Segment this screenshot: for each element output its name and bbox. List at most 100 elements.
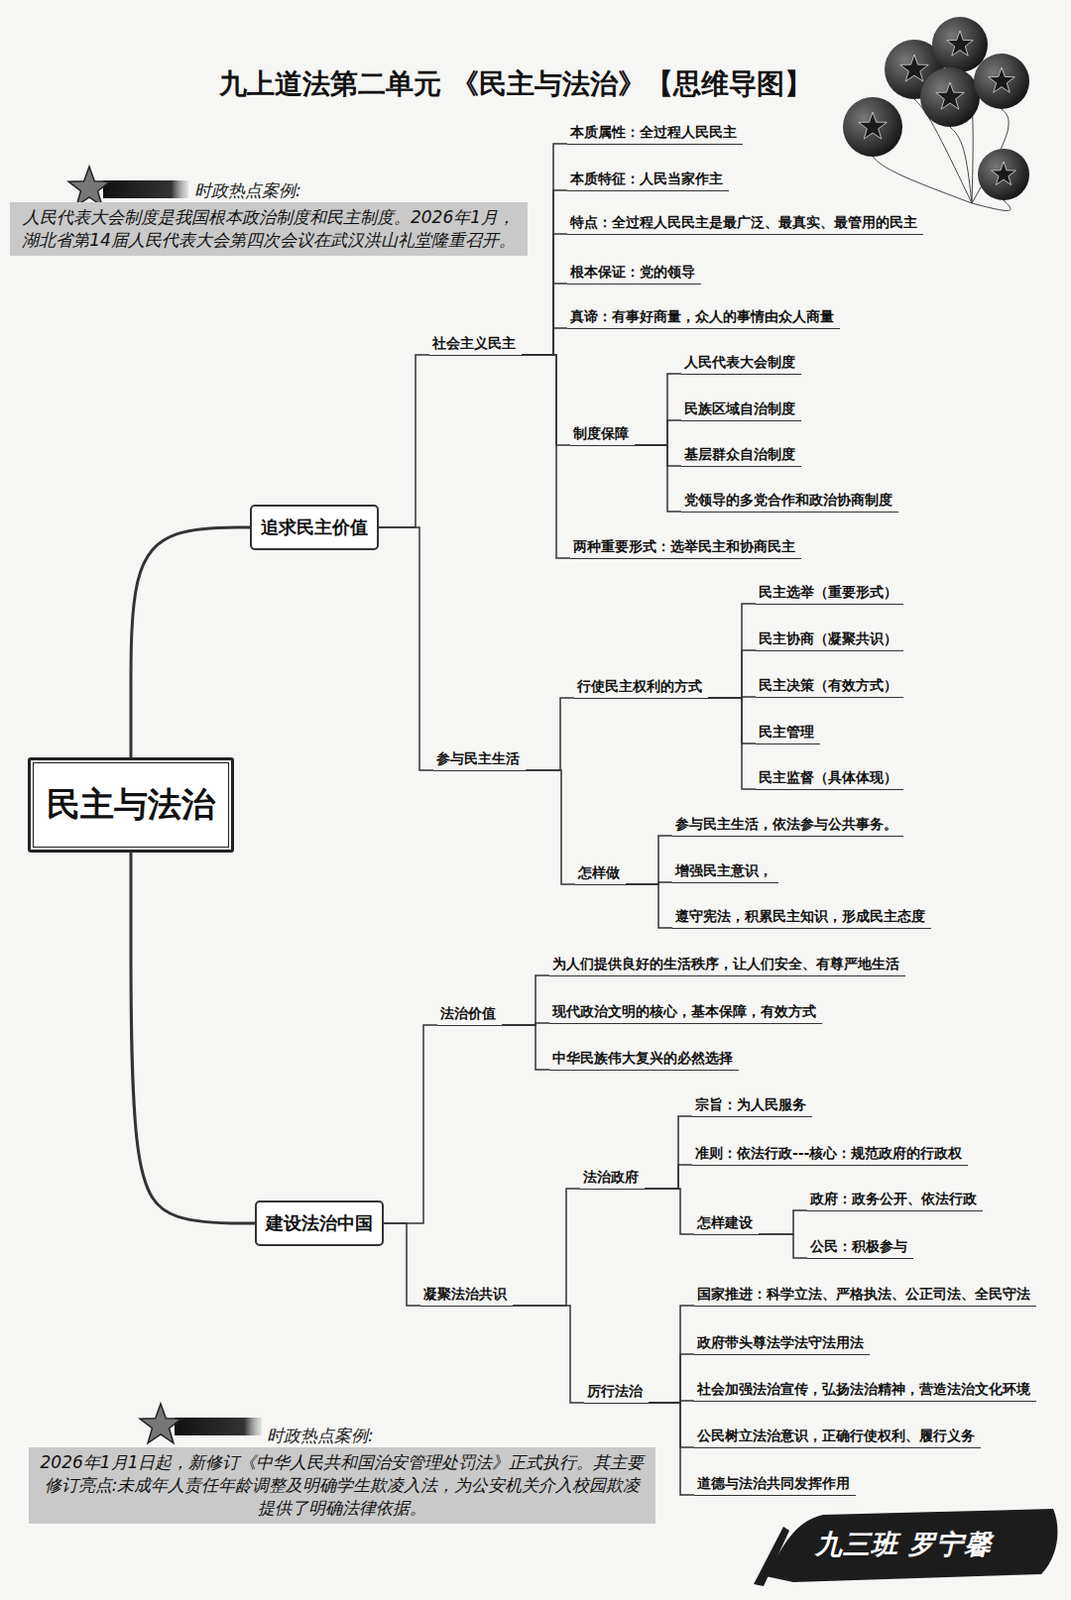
branch-item: 公民树立法治意识，正确行使权利、履行义务	[694, 1425, 981, 1449]
node-label: 民主与法治	[46, 782, 216, 829]
branch-connector	[758, 1210, 808, 1235]
brush-stroke	[753, 1527, 790, 1587]
node-label: 基层群众自治制度	[684, 445, 796, 464]
branch-item: 民主监督（具体体现）	[755, 766, 904, 791]
branch-topic: 追求民主价值	[249, 504, 379, 551]
node-label: 政府：政务公开、依法行政	[810, 1190, 977, 1208]
callout-heading: 时政热点案例:	[266, 1424, 656, 1448]
branch-connector	[648, 1403, 695, 1448]
branch-item: 怎样建设	[694, 1211, 759, 1236]
callout-body: 2026年1月1日起，新修订《中华人民共和国治安管理处罚法》正式执行。其主要修订…	[28, 1447, 656, 1525]
branch-item: 本质特征：人民当家作主	[567, 167, 729, 192]
branch-item: 法治价值	[437, 1002, 502, 1027]
node-label: 怎样建设	[697, 1213, 753, 1232]
balloon-star	[988, 67, 1016, 93]
branch-connector	[708, 650, 756, 699]
callout-body: 人民代表大会制度是我国根本政治制度和民主制度。2026年1月，湖北省第14届人民…	[9, 202, 528, 256]
branch-item: 怎样做	[575, 861, 626, 886]
node-label: 参与民主生活，依法参与公共事务。	[675, 815, 898, 833]
node-label: 公民树立法治意识，正确行使权利、履行义务	[697, 1427, 975, 1445]
node-label: 公民：积极参与	[810, 1237, 908, 1256]
branch-item: 社会主义民主	[429, 332, 522, 357]
balloon-illustration	[842, 16, 1030, 212]
branch-item: 本质属性：全过程人民民主	[567, 120, 743, 145]
balloon-star	[900, 54, 930, 82]
branch-item: 参与民主生活，依法参与公共事务。	[672, 813, 904, 837]
node-label: 国家推进：科学立法、严格执法、公正司法、全民守法	[697, 1285, 1031, 1304]
node-label: 制度保障	[573, 424, 629, 443]
node-label: 民主管理	[758, 722, 815, 741]
branch-connector	[758, 1234, 808, 1259]
branch-connector	[521, 355, 571, 446]
node-label: 遵守宪法，积累民主知识，形成民主态度	[675, 907, 926, 926]
branch-connector	[512, 1306, 585, 1404]
node-label: 本质属性：全过程人民民主	[570, 122, 737, 141]
balloon-star	[858, 112, 888, 139]
node-label: 厉行法治	[587, 1382, 643, 1401]
branch-connector	[634, 445, 682, 512]
node-label: 特点：全过程人民民主是最广泛、最真实、最管用的民主	[570, 213, 918, 232]
root-topic: 民主与法治	[27, 757, 235, 853]
branch-connector	[525, 770, 576, 885]
branch-item: 宗旨：为人民服务	[692, 1093, 813, 1118]
branch-item: 国家推进：科学立法、严格执法、公正司法、全民守法	[694, 1283, 1037, 1308]
node-label: 社会主义民主	[432, 334, 516, 353]
balloon-string	[950, 126, 972, 204]
branch-item: 中华民族伟大复兴的必然选择	[549, 1047, 739, 1071]
branch-connector	[521, 190, 568, 356]
node-label: 本质特征：人民当家作主	[570, 169, 723, 188]
brush-bar	[103, 180, 189, 199]
branch-item: 社会加强法治宣传，弘扬法治精神，营造法治文化环境	[694, 1378, 1037, 1403]
branch-connector	[644, 1165, 693, 1190]
branch-item: 行使民主权利的方式	[574, 675, 709, 700]
balloon-star	[936, 82, 965, 110]
branch-item: 民主选举（重要形式）	[755, 581, 904, 605]
node-label: 追求民主价值	[260, 515, 368, 540]
balloon-star	[991, 161, 1017, 186]
node-label: 社会加强法治宣传，弘扬法治精神，营造法治文化环境	[697, 1380, 1031, 1399]
branch-topic: 建设法治中国	[254, 1200, 384, 1247]
branch-connector	[648, 1354, 695, 1404]
branch-item: 政府：政务公开、依法行政	[807, 1188, 983, 1212]
branch-item: 民主决策（有效方式）	[755, 674, 904, 699]
branch-connector	[625, 835, 673, 885]
node-label: 民主决策（有效方式）	[758, 676, 898, 695]
branch-item: 增强民主意识，	[672, 859, 779, 884]
branch-item: 公民：积极参与	[807, 1235, 914, 1260]
balloon	[977, 148, 1030, 201]
branch-connector	[130, 527, 250, 758]
branch-connector	[383, 1025, 438, 1224]
branch-item: 根本保证：党的领导	[567, 260, 702, 285]
node-label: 两种重要形式：选举民主和协商民主	[573, 537, 796, 556]
branch-item: 党领导的多党合作和政治协商制度	[681, 488, 899, 513]
balloon	[932, 16, 988, 73]
branch-connector	[644, 1189, 695, 1235]
balloon-string	[971, 200, 1011, 212]
balloon	[973, 53, 1030, 110]
branch-item: 政府带头尊法学法守法用法	[694, 1331, 870, 1356]
branch-item: 为人们提供良好的生活秩序，让人们安全、有尊严地生活	[549, 952, 906, 977]
node-label: 准则：依法行政---核心：规范政府的行政权	[695, 1144, 962, 1163]
balloon	[842, 97, 903, 157]
balloon-string	[872, 156, 972, 204]
node-label: 道德与法治共同发挥作用	[697, 1474, 850, 1493]
brush-bar	[174, 1418, 262, 1436]
branch-item: 遵守宪法，积累民主知识，形成民主态度	[672, 905, 932, 930]
branch-connector	[625, 884, 673, 929]
news-callout: 时政热点案例:2026年1月1日起，新修订《中华人民共和国治安管理处罚法》正式执…	[28, 1424, 656, 1525]
node-label: 为人们提供良好的生活秩序，让人们安全、有尊严地生活	[552, 954, 900, 973]
branch-item: 准则：依法行政---核心：规范政府的行政权	[692, 1142, 968, 1167]
signature-label: 九三班 罗宁馨	[815, 1527, 992, 1563]
branch-item: 真谛：有事好商量，众人的事情由众人商量	[567, 305, 840, 330]
branch-item: 基层群众自治制度	[681, 443, 802, 468]
branch-connector	[521, 283, 568, 356]
node-label: 人民代表大会制度	[684, 353, 796, 371]
branch-connector	[634, 445, 682, 467]
branch-connector	[378, 355, 430, 528]
node-label: 民主选举（重要形式）	[758, 583, 898, 601]
branch-item: 道德与法治共同发挥作用	[694, 1472, 856, 1497]
node-label: 参与民主生活	[436, 749, 520, 768]
star-icon	[139, 1404, 182, 1444]
branch-connector	[521, 143, 568, 356]
